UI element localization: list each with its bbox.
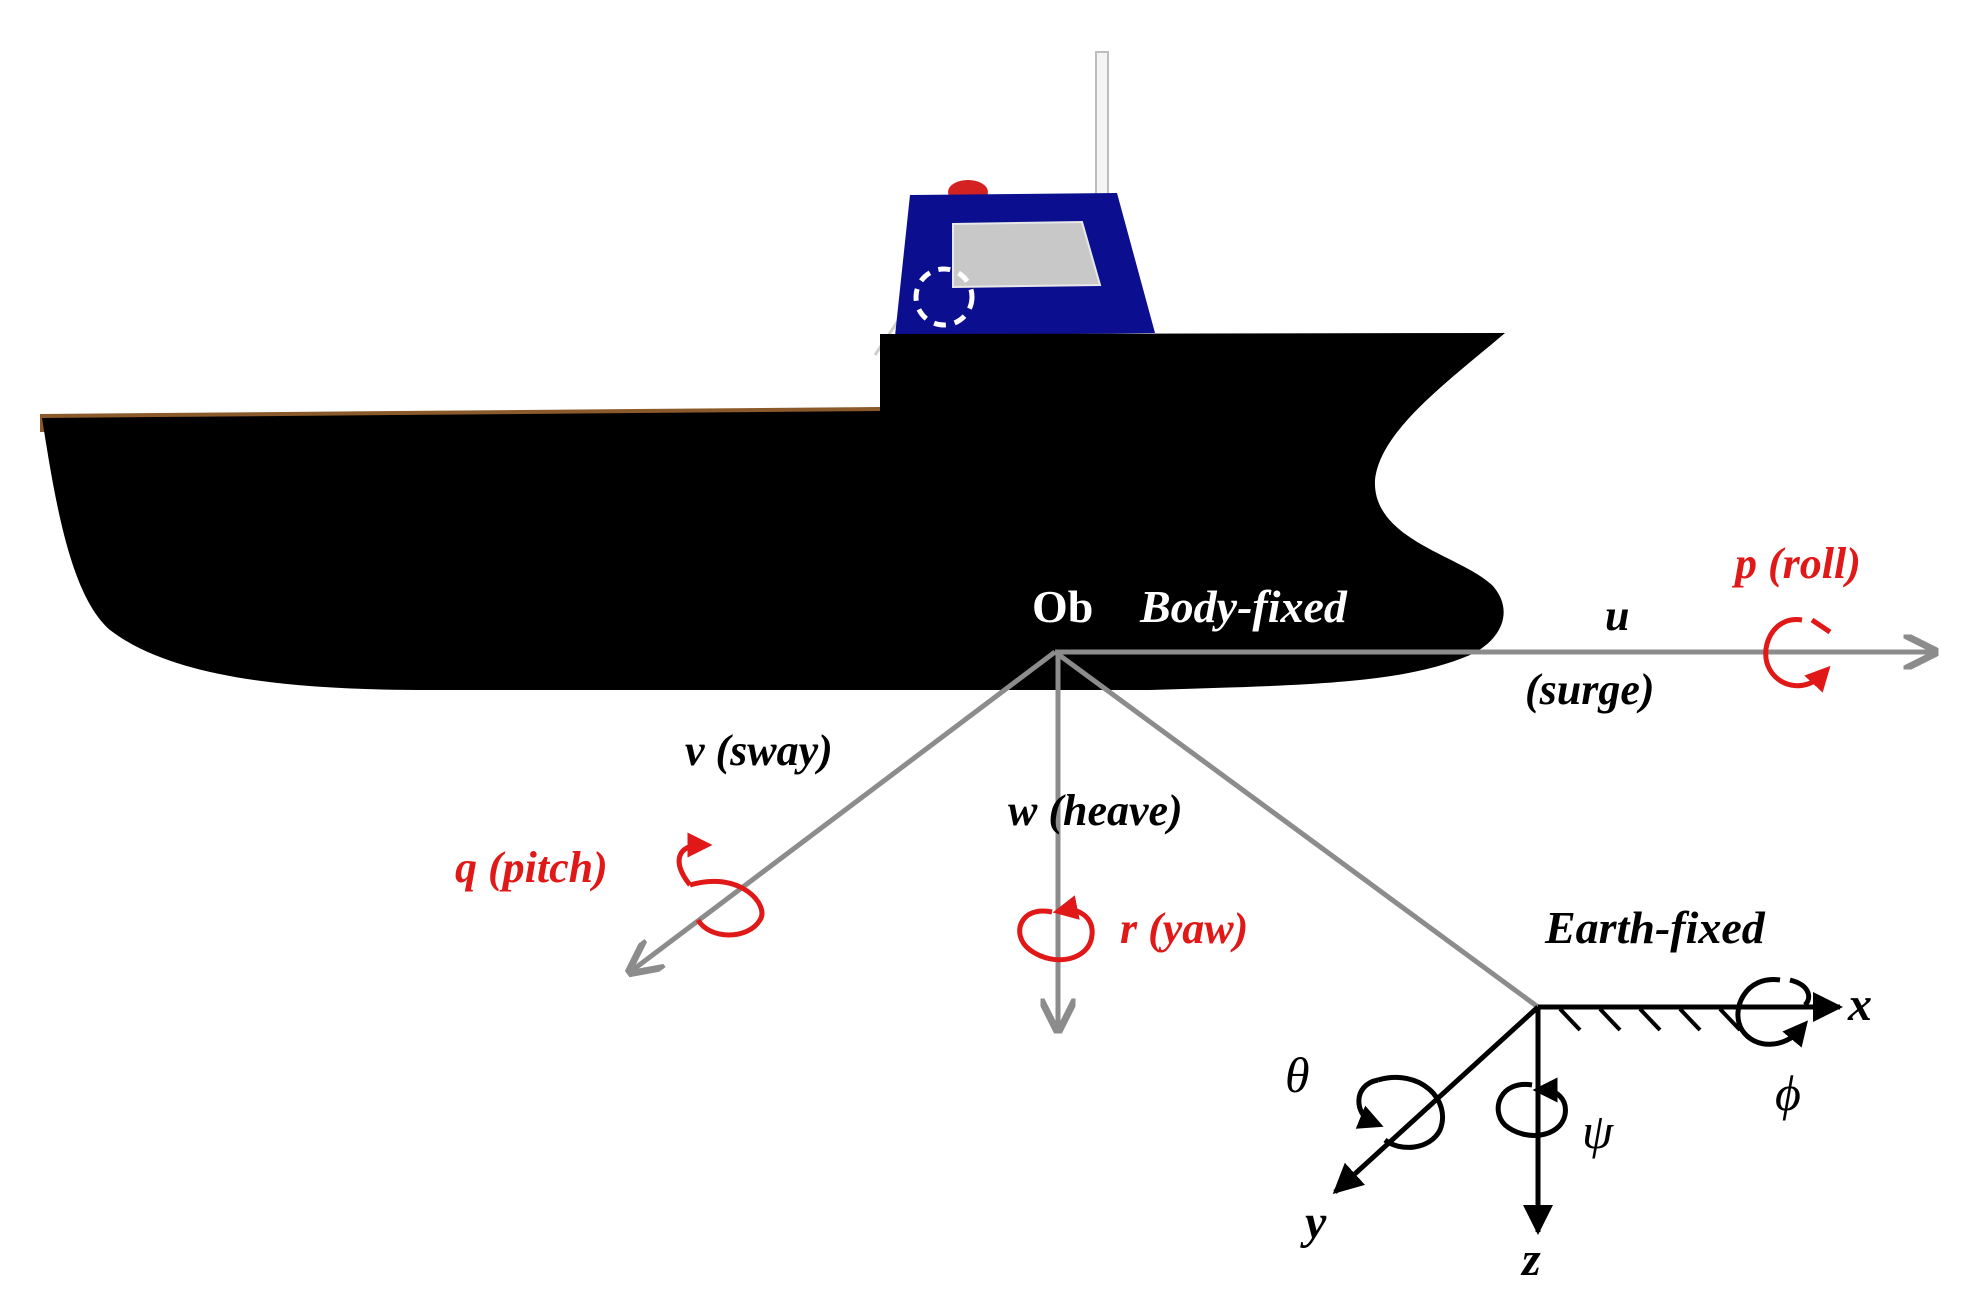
z-label: z bbox=[1520, 1233, 1541, 1286]
phi-label: ϕ bbox=[1775, 1065, 1801, 1121]
ship-icon bbox=[40, 51, 1505, 690]
theta-label: θ bbox=[1285, 1047, 1310, 1103]
sway-label: v (sway) bbox=[685, 726, 833, 775]
v-axis bbox=[630, 650, 1057, 972]
body-axes bbox=[630, 652, 1935, 1030]
cabin-window bbox=[952, 220, 1102, 289]
earth-axes bbox=[1332, 977, 1843, 1235]
yaw-rotation-icon bbox=[1017, 895, 1095, 963]
origin-link bbox=[1053, 649, 1540, 1010]
roll-label: p (roll) bbox=[1731, 539, 1861, 588]
psi-rotation-icon bbox=[1495, 1077, 1568, 1138]
x-label: x bbox=[1847, 978, 1872, 1031]
roll-rotation-icon bbox=[1763, 617, 1831, 693]
phi-rotation-icon bbox=[1735, 977, 1809, 1048]
pitch-label: q (pitch) bbox=[455, 843, 608, 892]
origin-label: Ob bbox=[1032, 581, 1093, 632]
psi-label: ψ bbox=[1582, 1103, 1614, 1159]
u-label: u bbox=[1605, 591, 1629, 640]
theta-rotation-icon bbox=[1377, 1074, 1445, 1150]
yaw-label: r (yaw) bbox=[1120, 904, 1248, 953]
body-frame-label: Body-fixed bbox=[1139, 581, 1348, 632]
y-label: y bbox=[1300, 1196, 1327, 1249]
life-ring-icon bbox=[913, 266, 975, 328]
surge-label: (surge) bbox=[1525, 665, 1655, 714]
pitch-rotation-icon bbox=[689, 878, 765, 938]
mast bbox=[1095, 51, 1109, 203]
hull bbox=[42, 333, 1505, 690]
ground-hatching bbox=[1558, 1007, 1742, 1032]
earth-frame-label: Earth-fixed bbox=[1544, 902, 1766, 953]
heave-label: w (heave) bbox=[1008, 786, 1183, 835]
body-rotations bbox=[676, 617, 1832, 963]
